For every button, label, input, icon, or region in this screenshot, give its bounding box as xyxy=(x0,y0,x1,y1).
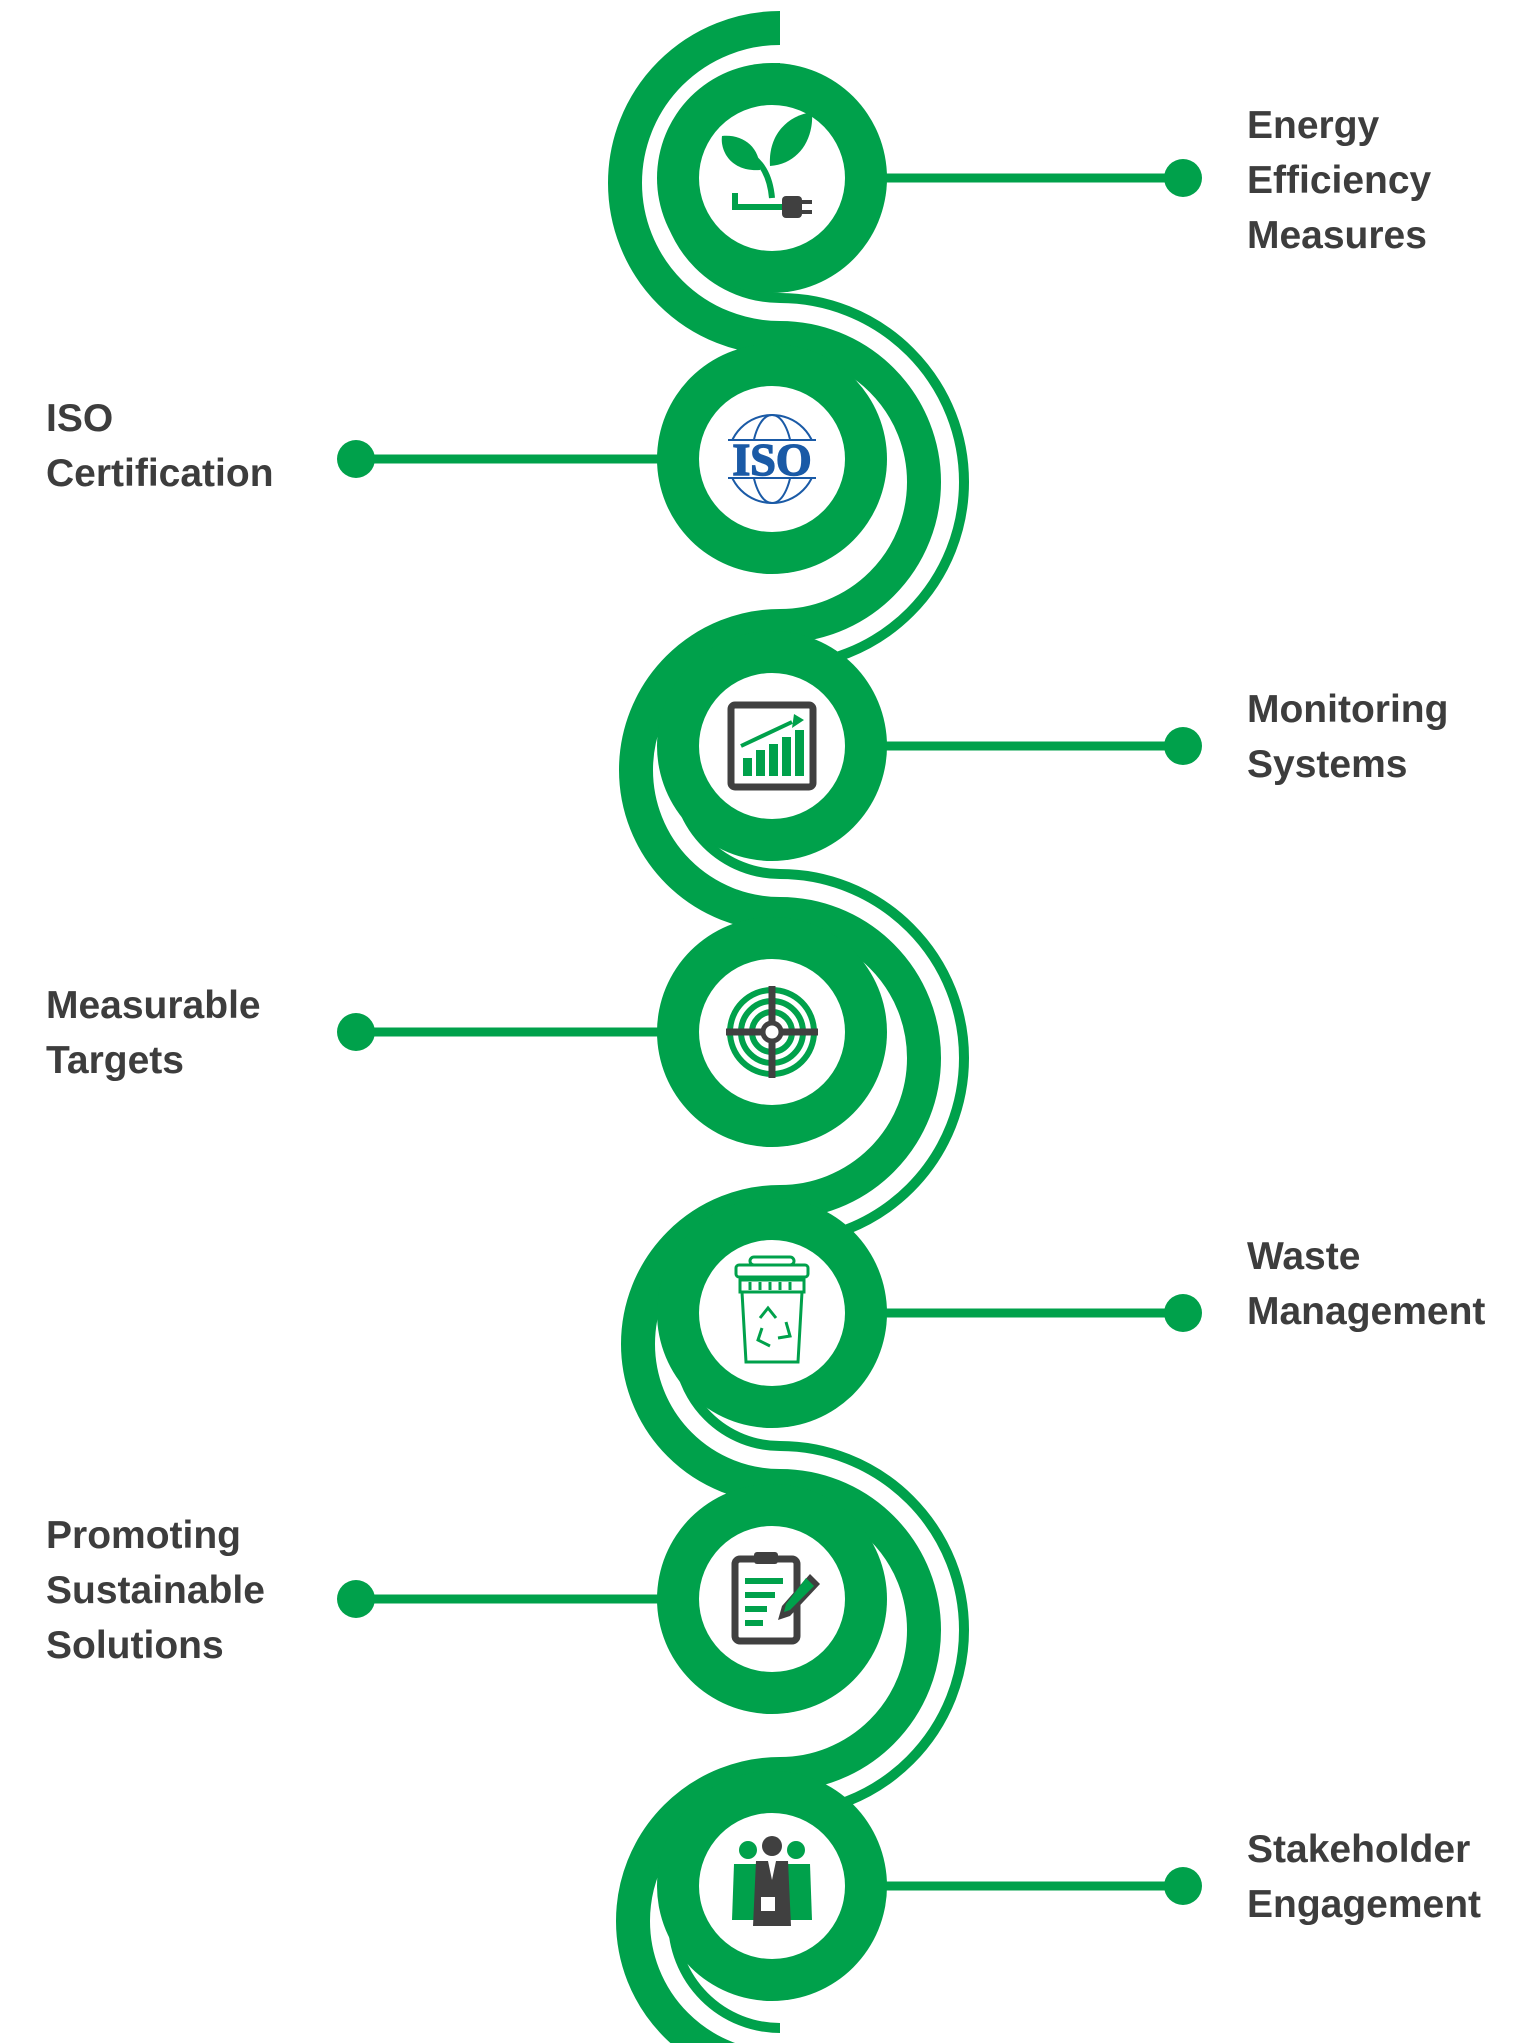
plant-plug-icon xyxy=(721,112,813,218)
label-line: Sustainable xyxy=(46,1569,265,1612)
connector-stakeholder xyxy=(886,1867,1202,1905)
label-line: Energy xyxy=(1247,104,1380,147)
connector-solutions xyxy=(337,1580,658,1618)
node-waste-management xyxy=(657,1198,887,1428)
label-line: Stakeholder xyxy=(1247,1828,1471,1871)
step-label-energy-efficiency: Energy Efficiency Measures xyxy=(1247,98,1431,263)
label-line: Promoting xyxy=(46,1514,241,1557)
target-crosshair-icon xyxy=(726,986,818,1078)
step-label-stakeholder-engagement: Stakeholder Engagement xyxy=(1247,1822,1481,1932)
node-sustainable-solutions xyxy=(657,1484,887,1714)
step-label-waste-management: Waste Management xyxy=(1247,1229,1485,1339)
node-energy-efficiency xyxy=(657,63,887,293)
connector-energy xyxy=(886,159,1202,197)
label-line: Measurable xyxy=(46,984,261,1027)
step-label-sustainable-solutions: Promoting Sustainable Solutions xyxy=(46,1508,265,1673)
node-iso-certification: ISO xyxy=(657,344,887,574)
label-line: Efficiency xyxy=(1247,159,1432,202)
connector-monitoring xyxy=(886,727,1202,765)
connector-waste xyxy=(886,1294,1202,1332)
label-line: Management xyxy=(1247,1290,1486,1333)
iso-logo-icon: ISO xyxy=(712,414,832,504)
clipboard-pencil-icon xyxy=(731,1552,820,1645)
label-line: Monitoring xyxy=(1247,688,1449,731)
connector-iso xyxy=(337,440,658,478)
step-label-monitoring-systems: Monitoring Systems xyxy=(1247,682,1448,792)
label-line: Engagement xyxy=(1247,1883,1482,1926)
step-label-iso-certification: ISO Certification xyxy=(46,391,274,501)
node-stakeholder-engagement xyxy=(657,1771,887,2001)
winding-path xyxy=(608,11,941,2043)
node-measurable-targets xyxy=(657,917,887,1147)
connector-targets xyxy=(337,1013,658,1051)
growth-chart-icon xyxy=(727,701,817,791)
iso-logo-text: ISO xyxy=(732,434,811,485)
recycle-bin-icon xyxy=(734,1255,810,1364)
step-label-measurable-targets: Measurable Targets xyxy=(46,978,261,1088)
label-line: Targets xyxy=(46,1039,184,1082)
label-line: Certification xyxy=(46,452,274,495)
inner-winding-path xyxy=(660,63,969,2033)
label-line: Solutions xyxy=(46,1624,224,1667)
team-people-icon xyxy=(732,1836,812,1926)
label-line: ISO xyxy=(46,397,114,440)
label-line: Systems xyxy=(1247,743,1408,786)
node-monitoring-systems xyxy=(657,631,887,861)
label-line: Waste xyxy=(1247,1235,1361,1278)
label-line: Measures xyxy=(1247,214,1427,257)
